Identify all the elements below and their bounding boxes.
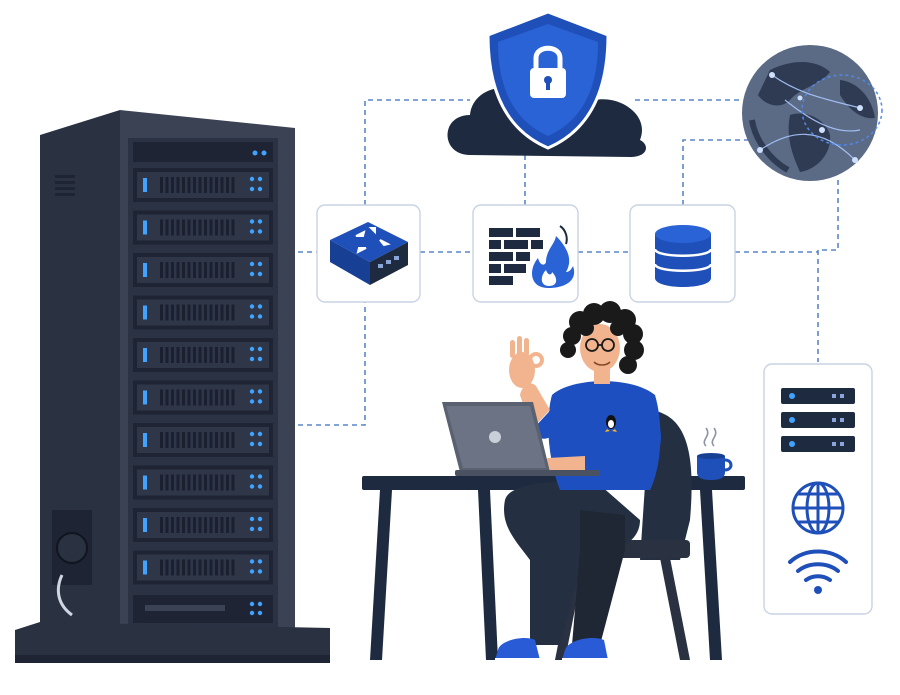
connection-switch-to-cloud [364,99,470,205]
database-card [629,204,736,303]
connection-db-to-globe [682,139,760,205]
coffee-mug-icon [697,427,733,480]
rack-drive-unit [133,338,273,372]
rack-drive-unit [133,508,273,542]
web-globe-icon [791,481,845,535]
globe-icon [742,45,883,181]
network-connections [298,99,839,426]
ok-hand [509,336,544,388]
rack-drive-unit [133,423,273,457]
firewall-card [472,204,579,303]
rack-drive-units [133,168,273,585]
rack-drive-unit [133,210,273,245]
database-icon [653,225,713,287]
network-switch-card [316,204,421,303]
rack-drive-unit [133,253,273,287]
laptop-icon [442,402,600,476]
connection-rack-bottom [298,302,366,426]
rack-drive-unit [133,380,273,415]
connection-globe-to-panel [817,180,839,362]
person [495,301,661,662]
rack-drive-unit [133,465,273,500]
network-switch-icon [330,222,408,285]
wifi-icon [788,549,848,594]
rack-drive-unit [133,168,273,202]
linux-penguin-icon [605,415,617,432]
shield-lock-icon [486,10,610,150]
server-stack-icon [781,388,855,452]
firewall-icon [489,225,575,288]
rack-drive-unit [133,295,273,330]
services-panel [763,363,873,615]
server-rack-icon [15,110,330,663]
rack-drive-unit [133,550,273,585]
curly-hair [560,301,644,374]
